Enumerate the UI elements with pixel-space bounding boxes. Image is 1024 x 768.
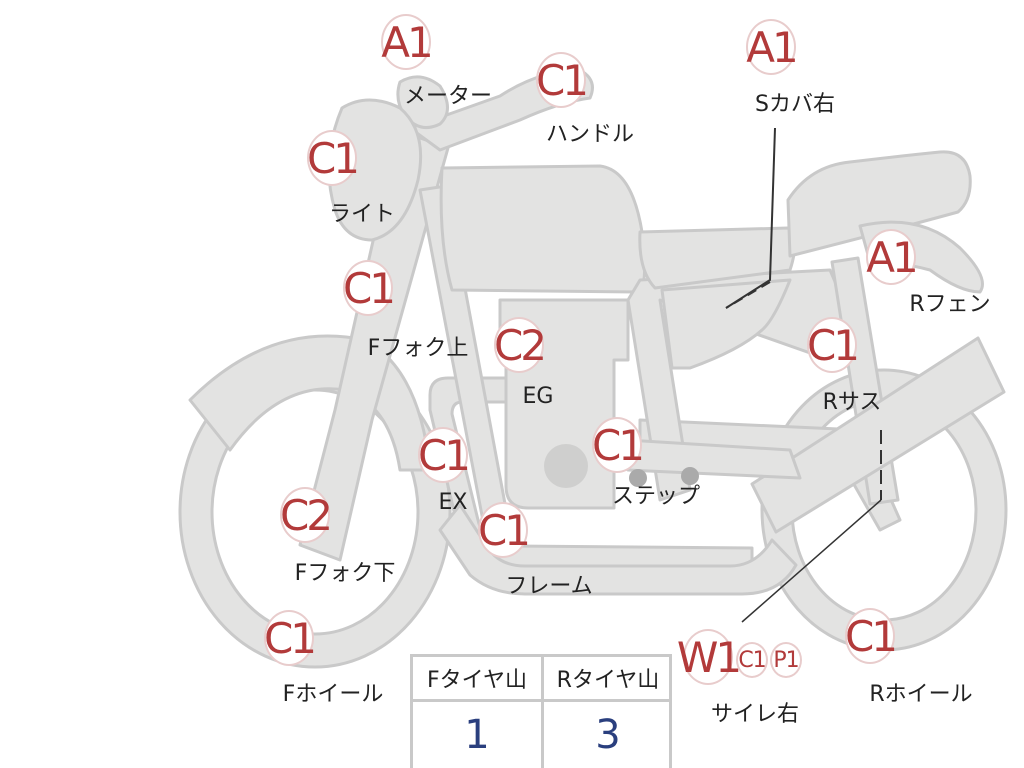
frame-grade-badge: C1 (478, 502, 531, 558)
light-grade-badge: C1 (307, 130, 360, 186)
silencer-grade-badge-w1: W1 (677, 629, 742, 685)
engine-grade-badge: C2 (494, 317, 547, 373)
rear-wheel-grade-badge: C1 (845, 608, 898, 664)
handle-label: ハンドル (545, 122, 635, 147)
fuel-tank-shape (439, 164, 647, 294)
front-tread-value: 1 (464, 712, 490, 758)
rear-tread-header: Rタイヤ山 (544, 657, 672, 702)
light-label: ライト (328, 202, 396, 227)
exhaust-grade-badge: C1 (418, 427, 471, 483)
rear-suspension-grade-badge: C1 (807, 317, 860, 373)
side-cover-right-grade-badge: A1 (746, 19, 799, 75)
silencer-leader (741, 499, 882, 623)
rear-tread-value: 3 (595, 712, 621, 758)
silencer-label: サイレ右 (710, 702, 800, 727)
front-fork-upper-label: Fフォク上 (367, 336, 469, 361)
side-cover-leader-dash (725, 281, 771, 309)
silencer-grade-badge-c1: C1 (736, 642, 768, 678)
step-grade-badge: C1 (592, 417, 645, 473)
rear-wheel-label: Rホイール (869, 682, 973, 707)
rear-fender-label: Rフェン (909, 292, 991, 317)
front-tread-column: Fタイヤ山 1 (413, 657, 541, 768)
rear-fender-grade-badge: A1 (866, 229, 919, 285)
frame-label: フレーム (505, 574, 593, 599)
meter-label: メーター (403, 84, 493, 109)
engine-label: EG (522, 384, 554, 409)
step-peg-left (629, 469, 647, 487)
front-fork-lower-grade-badge: C2 (280, 487, 333, 543)
lower-frame-shape (438, 503, 798, 596)
step-label: ステップ (611, 484, 701, 509)
step-peg-right (681, 467, 699, 485)
engine-cover-circle (544, 444, 588, 488)
meter-grade-badge: A1 (381, 14, 434, 70)
rear-tread-column: Rタイヤ山 3 (541, 657, 672, 768)
front-fork-upper-grade-badge: C1 (343, 260, 396, 316)
rear-wheel-shape (760, 368, 1008, 652)
front-tread-header: Fタイヤ山 (413, 657, 541, 702)
side-cover-right-label: Sカバ右 (755, 92, 835, 117)
tire-tread-table: Fタイヤ山 1 Rタイヤ山 3 (410, 654, 672, 768)
silencer-grade-badge-p1: P1 (770, 642, 802, 678)
front-wheel-grade-badge: C1 (264, 610, 317, 666)
silencer-shape (750, 336, 1006, 534)
exhaust-label: EX (438, 490, 468, 515)
front-fork-lower-label: Fフォク下 (294, 561, 396, 586)
rear-suspension-label: Rサス (822, 390, 882, 415)
side-cover-shape (660, 278, 792, 370)
handle-grade-badge: C1 (536, 52, 589, 108)
front-wheel-label: Fホイール (282, 682, 384, 707)
